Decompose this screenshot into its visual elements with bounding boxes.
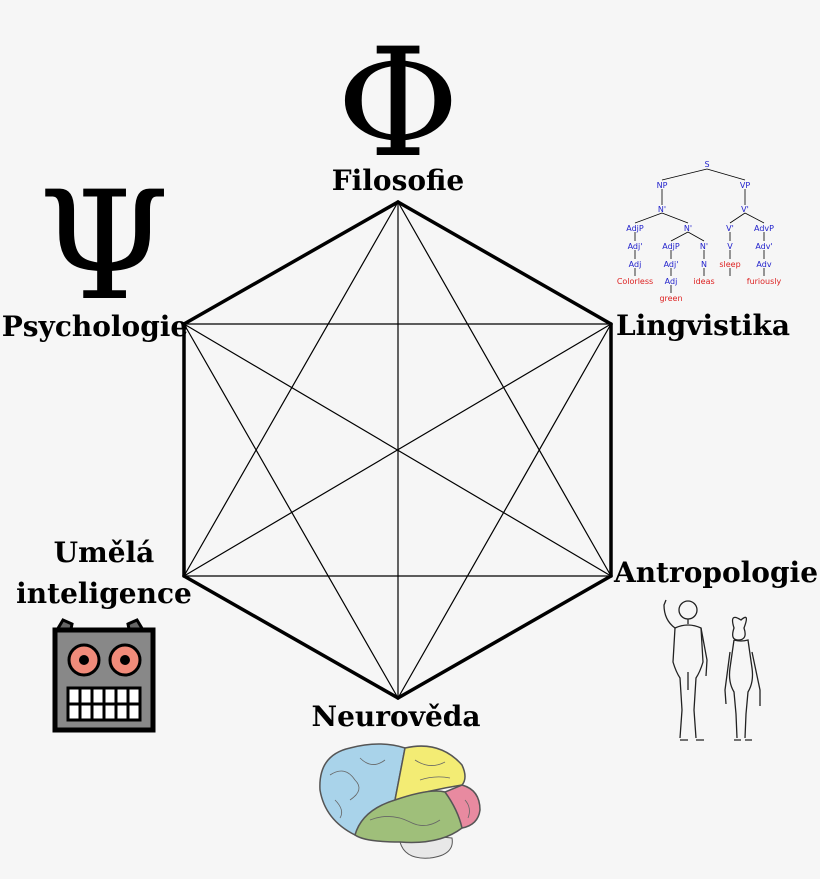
human-figures-icon [663, 599, 761, 741]
label-anthropology: Antropologie [613, 556, 818, 589]
tree-node: Adj' [664, 260, 679, 269]
psi-symbol: Ψ [38, 160, 170, 334]
robot-icon [52, 618, 156, 733]
hexagon-edge-philosophy-psychology [182, 200, 400, 326]
label-philosophy: Filosofie [332, 164, 464, 197]
phi-symbol: Φ [337, 17, 460, 191]
label-psychology: Psychologie [2, 310, 189, 343]
connection-philosophy-artificial-intelligence [183, 201, 399, 577]
label-ai-line1: Umělá [54, 536, 155, 569]
label-linguistics: Lingvistika [616, 309, 790, 342]
tree-node: AdvP [754, 224, 774, 233]
brain-icon [319, 743, 481, 859]
connection-anthropology-psychology [183, 323, 612, 577]
tree-node: Adj [665, 277, 678, 286]
tree-node: Adv [756, 260, 771, 269]
connection-neuroscience-psychology [183, 323, 399, 699]
label-neuroscience: Neurověda [312, 700, 481, 733]
hexagon-connections [182, 200, 613, 700]
tree-node: V' [726, 224, 734, 233]
tree-node: V [727, 242, 733, 251]
tree-node: Adj' [628, 242, 643, 251]
tree-word: ideas [693, 277, 714, 286]
tree-node: Adj [629, 260, 642, 269]
tree-node: NP [657, 181, 668, 190]
tree-node: V' [741, 205, 749, 214]
connection-philosophy-anthropology [397, 201, 612, 577]
hexagon-edge-philosophy-linguistics [396, 200, 613, 326]
tree-node: VP [740, 181, 750, 190]
syntax-tree-icon: S NP VP N' V' AdjP N' V' AdvP Adj' AdjP … [617, 160, 782, 303]
tree-node: Adv' [755, 242, 772, 251]
tree-node: N' [658, 205, 666, 214]
tree-node: AdjP [662, 242, 680, 251]
tree-word: sleep [719, 260, 740, 269]
hexagon-edge-neuroscience-artificial-intelligence [182, 574, 400, 700]
connection-linguistics-neuroscience [397, 323, 612, 699]
tree-node: N' [700, 242, 708, 251]
hexagon-edge-anthropology-neuroscience [396, 574, 613, 700]
tree-node: AdjP [626, 224, 644, 233]
tree-word: green [659, 294, 682, 303]
label-ai-line2: inteligence [16, 577, 192, 610]
tree-word: Colorless [617, 277, 653, 286]
tree-node: N' [684, 224, 692, 233]
tree-node: S [704, 160, 709, 169]
tree-node: N [701, 260, 707, 269]
tree-word: furiously [747, 277, 782, 286]
